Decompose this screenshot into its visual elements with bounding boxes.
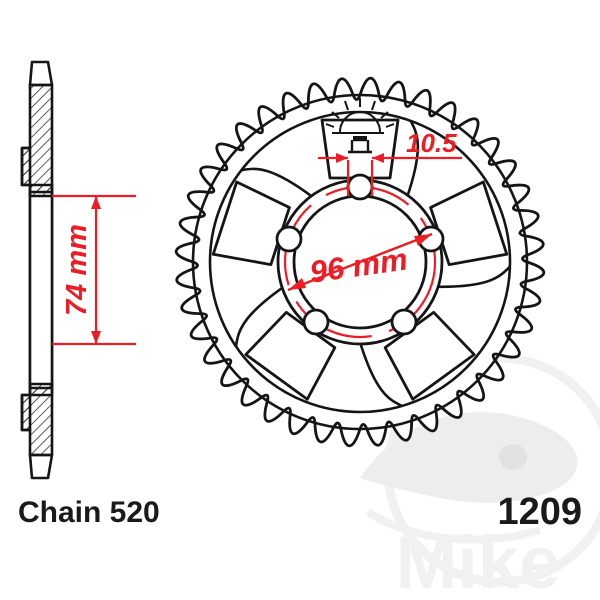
bolt-holes: [275, 173, 445, 336]
spoke-line-3: [358, 341, 403, 408]
bolt-hole-5: [275, 225, 303, 253]
section-bottom-tooth: [28, 453, 54, 480]
mike-logo-swoosh: [360, 412, 578, 544]
dimension-label-10-5: 10.5: [406, 128, 457, 158]
spoke-lines: [234, 120, 511, 408]
section-web-bottom-strip: [28, 382, 54, 397]
dimension-label-74mm: 74 mm: [61, 224, 93, 316]
dimension-10-5: [318, 153, 462, 196]
bolt-hole-4: [302, 308, 330, 336]
arrowhead-down: [91, 331, 101, 344]
window-1: [320, 118, 400, 180]
dimension-96mm: [287, 232, 433, 292]
section-upper-ledge: [20, 146, 32, 187]
section-top-tooth: [28, 60, 54, 87]
bolt-hole-1: [346, 173, 374, 201]
spoke-line-2: [436, 265, 511, 289]
bolt-hole-3: [390, 308, 418, 336]
section-inner-web: [28, 190, 54, 390]
spoke-line-1: [405, 120, 420, 198]
section-lower-ledge: [20, 393, 32, 432]
section-web-top-strip: [28, 183, 54, 198]
dimension-74mm: [52, 194, 136, 346]
arrowhead-right-96mm: [414, 234, 432, 246]
window-5: [211, 180, 291, 266]
spoke-line-5: [241, 167, 314, 199]
watermark-text: Mike: [396, 521, 561, 600]
arrowhead-left-96mm: [288, 278, 306, 290]
chain-label: Chain 520: [18, 496, 160, 529]
dim-line-96mm: [287, 232, 433, 292]
spoke-line-4: [234, 285, 285, 347]
arrowhead-up: [91, 196, 101, 209]
part-number-label: 1209: [497, 491, 582, 533]
watermark-group: Mike: [360, 355, 600, 600]
side-section-view: [20, 60, 54, 480]
arrowhead-right-10-5: [372, 153, 384, 163]
window-2: [429, 180, 509, 266]
arrowhead-left-10-5: [336, 153, 348, 163]
tooth-root-circle: [191, 93, 529, 431]
sunburst-detail-icon: [325, 98, 395, 154]
